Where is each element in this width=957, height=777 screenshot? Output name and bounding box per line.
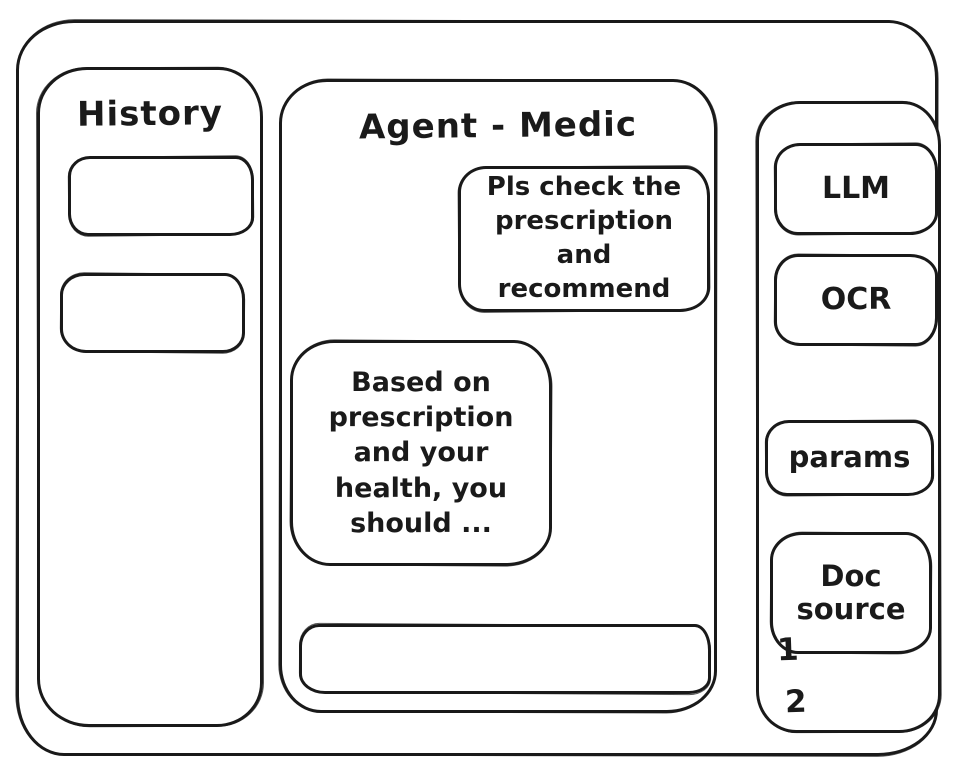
chat-panel: Agent - Medic Pls check the prescription… (279, 79, 717, 713)
assistant-message-text: Based on prescription and your health, y… (328, 367, 514, 539)
assistant-message-bubble: Based on prescription and your health, y… (290, 340, 552, 566)
llm-module-button[interactable]: LLM (774, 143, 938, 235)
history-item[interactable] (60, 273, 245, 353)
message-input-box (299, 624, 711, 694)
user-message-text: Pls check the prescription and recommend (486, 172, 682, 304)
message-input[interactable] (302, 627, 708, 691)
user-message-bubble: Pls check the prescription and recommend (458, 166, 710, 312)
doc-source-module-button[interactable]: Doc source (770, 532, 932, 654)
window-frame: History Agent - Medic Pls check the pres… (16, 20, 941, 756)
ocr-module-button[interactable]: OCR (774, 254, 938, 346)
params-module-button[interactable]: params (765, 420, 934, 496)
doc-source-item[interactable]: 2 (784, 683, 808, 721)
history-title: History (76, 93, 224, 135)
chat-title: Agent - Medic (358, 104, 638, 148)
history-item[interactable] (68, 156, 254, 236)
doc-source-item[interactable]: 1 (776, 631, 800, 669)
tools-panel: LLM OCR params Doc source 1 2 (756, 101, 941, 733)
history-panel: History (37, 67, 263, 727)
